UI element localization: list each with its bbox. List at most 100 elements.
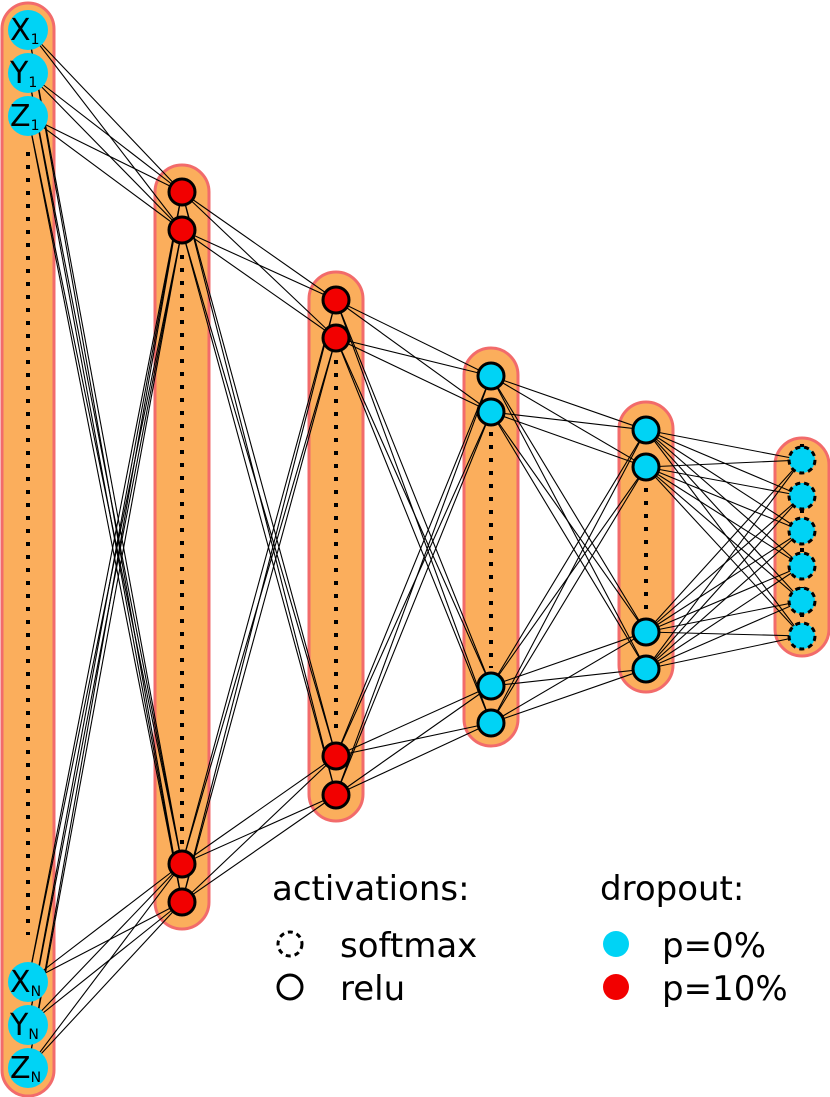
connection-edge	[645, 429, 803, 461]
input-label-zn: ZN	[10, 1051, 41, 1086]
connection-edge	[181, 191, 337, 301]
connection-edge	[27, 29, 183, 231]
connection-edge	[490, 631, 647, 724]
connection-edge	[645, 600, 803, 633]
node-hidden-1	[167, 215, 197, 245]
connection-edge	[645, 459, 803, 670]
node-hidden-4	[631, 452, 661, 482]
connection-edge	[27, 863, 183, 1026]
connection-edge	[181, 229, 337, 796]
connection-edge	[335, 375, 492, 757]
connection-edge	[490, 429, 647, 724]
connection-edge	[335, 337, 492, 687]
network-nodes	[8, 10, 817, 1088]
connection-edge	[27, 191, 183, 1026]
node-output	[787, 516, 817, 546]
connection-edge	[645, 530, 803, 670]
connection-edge	[181, 299, 337, 865]
node-hidden-1	[167, 849, 197, 879]
connection-edge	[335, 337, 492, 724]
node-hidden-4	[631, 617, 661, 647]
connection-edge	[335, 337, 492, 413]
connection-edge	[27, 115, 183, 865]
connection-edge	[490, 668, 647, 724]
node-input	[8, 1005, 48, 1045]
connection-edge	[181, 755, 337, 903]
connection-edge	[27, 863, 183, 1069]
connection-edge	[27, 29, 183, 865]
connection-edge	[335, 685, 492, 757]
node-hidden-1	[167, 887, 197, 917]
node-hidden-1	[167, 177, 197, 207]
connection-edge	[490, 466, 647, 724]
connection-edge	[645, 429, 803, 532]
connection-edge	[27, 901, 183, 983]
connection-edge	[335, 337, 492, 377]
node-output	[787, 551, 817, 581]
legend-dropout: dropout: p=0% p=10%	[600, 869, 788, 1009]
layer-bar-hidden-2	[307, 270, 365, 823]
connection-edge	[181, 191, 337, 757]
connection-edge	[181, 755, 337, 865]
connection-edge	[490, 411, 647, 468]
connection-edge	[181, 794, 337, 903]
connection-edge	[490, 411, 647, 670]
connection-edge	[645, 466, 803, 567]
connection-edge	[27, 29, 183, 193]
connection-edges	[27, 29, 803, 1069]
connection-edge	[645, 459, 803, 633]
node-hidden-3	[476, 708, 506, 738]
connection-edge	[27, 115, 183, 231]
node-input	[8, 96, 48, 136]
node-input	[8, 10, 48, 50]
layer-ellipsis-dots	[26, 152, 804, 935]
connection-edge	[645, 466, 803, 532]
connection-edge	[181, 229, 337, 301]
connection-edge	[181, 337, 337, 903]
connection-edge	[181, 229, 337, 339]
node-output	[787, 481, 817, 511]
red-dot-icon	[603, 974, 629, 1000]
connection-edge	[645, 429, 803, 602]
layer-bar-hidden-4	[617, 400, 675, 694]
connection-edge	[645, 530, 803, 633]
connection-edge	[645, 635, 803, 670]
node-hidden-3	[476, 397, 506, 427]
connection-edge	[27, 115, 183, 903]
connection-edge	[335, 685, 492, 796]
node-input	[8, 53, 48, 93]
node-hidden-2	[321, 323, 351, 353]
input-label-z1: Z1	[10, 99, 39, 134]
connection-edge	[645, 565, 803, 633]
connection-edge	[335, 299, 492, 413]
node-hidden-4	[631, 654, 661, 684]
connection-edge	[645, 429, 803, 637]
connection-edge	[335, 299, 492, 687]
connection-edge	[27, 191, 183, 1069]
node-hidden-2	[321, 741, 351, 771]
connection-edge	[490, 631, 647, 687]
softmax-dashed-circle-icon	[276, 930, 304, 958]
connection-edge	[335, 299, 492, 377]
connection-edge	[27, 901, 183, 1069]
connection-edge	[645, 459, 803, 468]
node-hidden-4	[631, 415, 661, 445]
legend-softmax-label: softmax	[340, 926, 477, 966]
connection-edge	[335, 722, 492, 796]
layer-bar-hidden-1	[153, 163, 211, 931]
connection-edge	[27, 191, 183, 983]
relu-solid-circle-icon	[276, 973, 304, 1001]
connection-edge	[27, 72, 183, 193]
node-hidden-2	[321, 285, 351, 315]
legend-dropout-title: dropout:	[600, 869, 744, 909]
connection-edge	[645, 565, 803, 670]
layer-bar-input	[0, 1, 56, 1097]
connection-edge	[181, 299, 337, 903]
connection-edge	[27, 72, 183, 231]
node-input	[8, 962, 48, 1002]
legend-relu-label: relu	[340, 969, 405, 1009]
connection-edge	[645, 466, 803, 637]
legend-activations: activations: softmax relu	[272, 869, 477, 1009]
connection-edge	[335, 722, 492, 757]
